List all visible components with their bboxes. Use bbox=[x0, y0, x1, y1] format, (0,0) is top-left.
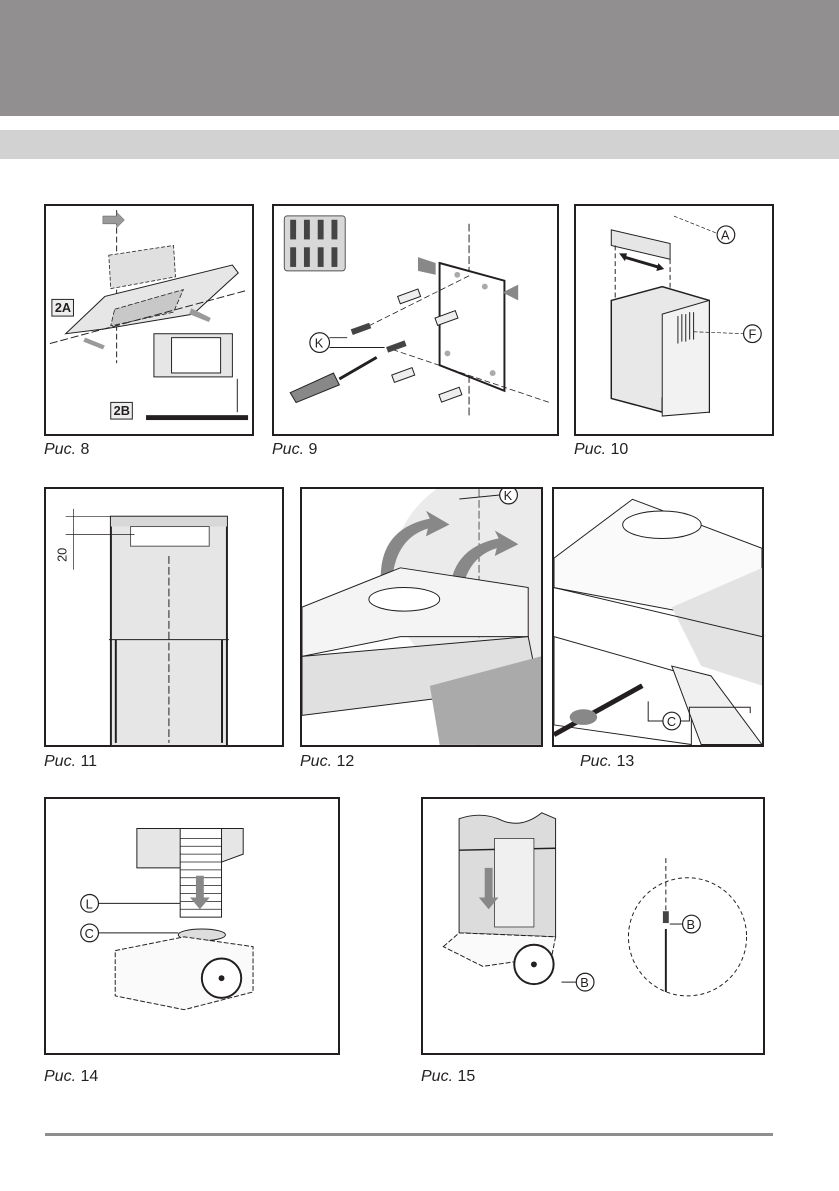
callout-a bbox=[716, 225, 736, 245]
arrow-down-icon bbox=[478, 867, 499, 910]
arrow-icon bbox=[102, 211, 125, 229]
screws-kit-icon bbox=[283, 215, 346, 272]
svg-text:L: L bbox=[86, 896, 93, 911]
caption-fig-15: Рис. 15 bbox=[421, 1068, 476, 1085]
arrow-icon bbox=[380, 510, 450, 578]
fixing-screws-diagram: C bbox=[554, 498, 762, 745]
figure-12-illustration: K bbox=[300, 487, 543, 747]
figure-9-illustration: K bbox=[272, 204, 559, 436]
footer-rule bbox=[45, 1133, 773, 1136]
svg-text:K: K bbox=[315, 336, 324, 351]
caption-fig-14: Рис. 14 bbox=[44, 1068, 99, 1085]
figure-15-illustration: B B bbox=[421, 797, 765, 1055]
hood-tilt-diagram: 2A 2B bbox=[49, 210, 249, 421]
wall-plate bbox=[438, 261, 506, 393]
screwdriver-icon bbox=[289, 372, 341, 404]
figure-8-illustration: 2A 2B bbox=[44, 204, 254, 436]
figure-11-illustration: 20 bbox=[44, 487, 284, 747]
figure-10-illustration: A F bbox=[574, 204, 774, 436]
caption-fig-12: Рис. 12 bbox=[300, 753, 355, 770]
label-2a: 2A bbox=[55, 300, 71, 315]
hood-hanging-diagram: K bbox=[302, 489, 541, 745]
bracket bbox=[610, 229, 671, 260]
figure-13-illustration: C bbox=[552, 487, 764, 747]
label-2b: 2B bbox=[114, 403, 130, 418]
header-band bbox=[0, 0, 839, 116]
caption-fig-11: Рис. 11 bbox=[44, 753, 98, 770]
svg-text:A: A bbox=[721, 228, 730, 243]
duct-connection-diagram: L C bbox=[80, 828, 254, 1011]
svg-text:C: C bbox=[85, 926, 94, 941]
callout-b-detail bbox=[681, 914, 701, 934]
callout-f bbox=[742, 324, 762, 344]
hand-icon bbox=[569, 709, 598, 725]
callout-k bbox=[309, 332, 331, 354]
caption-fig-13: Рис. 13 bbox=[580, 753, 635, 770]
chimney-fixing-diagram: B B bbox=[442, 812, 748, 997]
svg-text:B: B bbox=[580, 975, 589, 990]
chimney-cover-diagram: A F bbox=[610, 215, 762, 417]
svg-text:B: B bbox=[687, 917, 696, 932]
chimney-height-diagram: 20 bbox=[55, 508, 229, 745]
svg-text:F: F bbox=[748, 327, 756, 342]
caption-fig-9: Рис. 9 bbox=[272, 441, 318, 458]
subheader-band bbox=[0, 130, 839, 159]
figure-14-illustration: L C bbox=[44, 797, 340, 1055]
detail-magnifier bbox=[627, 877, 748, 997]
wall-plate-mounting-diagram: K bbox=[283, 215, 550, 418]
caption-fig-8: Рис. 8 bbox=[44, 441, 90, 458]
dimension-20: 20 bbox=[55, 548, 70, 562]
caption-fig-10: Рис. 10 bbox=[574, 441, 629, 458]
svg-text:C: C bbox=[667, 714, 676, 729]
svg-text:K: K bbox=[504, 489, 513, 503]
arrow-down-icon bbox=[190, 875, 210, 910]
